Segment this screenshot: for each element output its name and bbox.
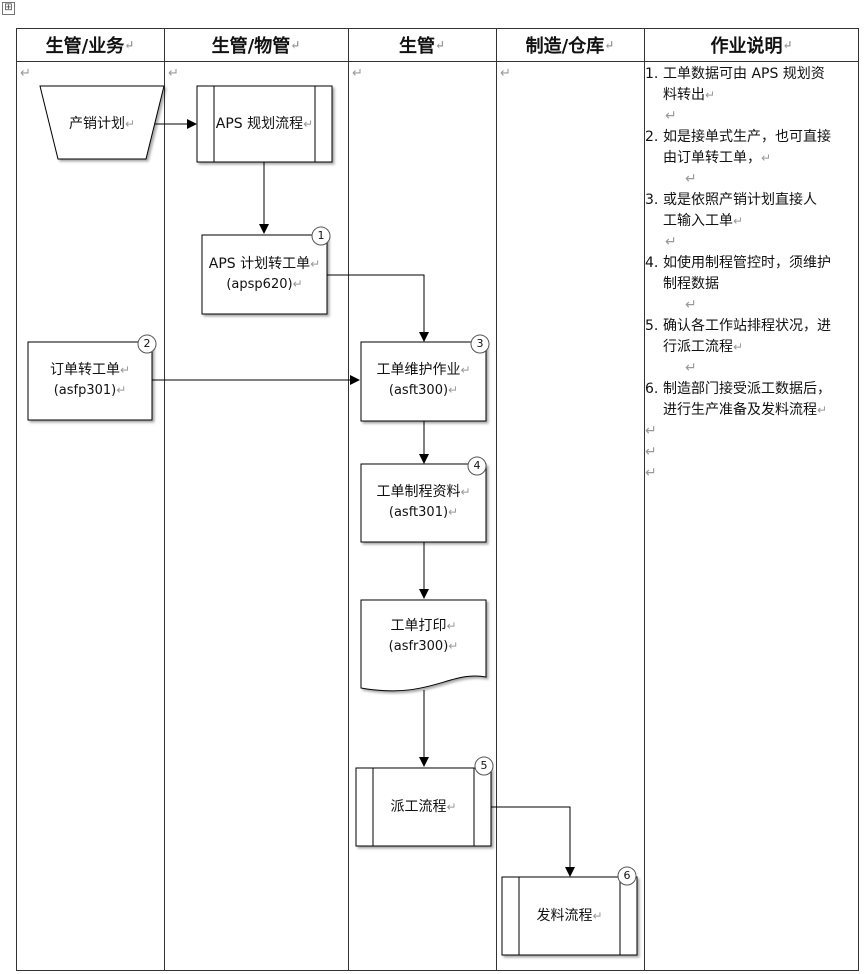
shape-wo-print	[360, 599, 487, 692]
node-issue[interactable]: 发料流程↵	[536, 908, 603, 924]
node-plan[interactable]: 产销计划↵	[68, 116, 136, 132]
node-title: APS 规划流程	[215, 116, 304, 132]
node-code: (apsp620)	[226, 277, 293, 292]
badge-number: 4	[473, 459, 481, 472]
node-title: 工单维护作业	[376, 362, 461, 378]
badge-6	[617, 866, 637, 886]
shape-aps	[196, 85, 333, 163]
table-move-handle-icon[interactable]: ⊞	[2, 2, 15, 15]
badge-number: 2	[143, 337, 151, 350]
badge-number: 3	[476, 337, 484, 350]
lane-divider	[644, 28, 645, 971]
node-wo-route[interactable]: 工单制程资料↵ (asft301)↵	[376, 484, 471, 520]
lane-header-material: 生管/物管↵	[211, 36, 301, 57]
paragraph-mark: ↵	[20, 66, 31, 81]
lane-divider	[348, 28, 349, 971]
note-item: 2. 如是接单式生产，也可直接由订单转工单，↵	[645, 129, 831, 166]
note-item: 3. 或是依照产销计划直接人工输入工单↵	[645, 192, 817, 229]
shape-dispatch	[355, 767, 492, 847]
paragraph-mark: ↵	[352, 66, 363, 81]
swimlane-table	[16, 28, 859, 971]
node-title: 工单打印	[390, 618, 447, 634]
connector-arrow	[327, 274, 429, 342]
note-item: 5. 确认各工作站排程状况，进行派工流程↵	[645, 318, 831, 355]
node-dispatch[interactable]: 派工流程↵	[390, 799, 457, 815]
node-title: 发料流程	[536, 908, 593, 924]
badge-1	[311, 226, 331, 246]
node-title: 产销计划	[68, 116, 125, 132]
badge-5	[474, 756, 494, 776]
lane-header-sales: 生管/业务↵	[45, 36, 135, 57]
lane-header-notes: 作业说明↵	[710, 36, 793, 57]
node-aps-to-wo[interactable]: APS 计划转工单↵ (apsp620)↵	[208, 256, 321, 292]
badge-number: 1	[317, 229, 325, 242]
shape-order-to-wo	[27, 341, 153, 421]
node-code: (asfp301)	[53, 383, 117, 398]
note-item: 4. 如使用制程管控时，须维护制程数据	[645, 255, 831, 292]
lane-divider	[496, 28, 497, 971]
badge-number: 6	[623, 869, 631, 882]
lane-header-manufacturing: 制造/仓库↵	[525, 36, 615, 57]
node-order-to-wo[interactable]: 订单转工单↵ (asfp301)↵	[49, 362, 131, 398]
badge-number: 5	[480, 759, 488, 772]
node-aps[interactable]: APS 规划流程↵	[215, 116, 314, 132]
node-code: (asft301)	[388, 505, 449, 520]
node-wo-print[interactable]: 工单打印↵ (asfr300)↵	[388, 618, 459, 654]
node-title: 工单制程资料	[376, 484, 461, 500]
notes-list: 1. 工单数据可由 APS 规划资料转出↵ ↵ 2. 如是接单式生产，也可直接由…	[645, 64, 857, 484]
badge-3	[470, 334, 490, 354]
paragraph-mark: ↵	[168, 66, 179, 81]
paragraph-mark: ↵	[500, 66, 511, 81]
lane-divider	[164, 28, 165, 971]
shape-wo-route	[360, 463, 487, 543]
node-title: 订单转工单	[49, 362, 120, 378]
note-item: 6. 制造部门接受派工数据后，进行生产准备及发料流程↵	[645, 381, 831, 418]
node-code: (asft300)	[388, 383, 449, 398]
shape-plan	[39, 85, 165, 160]
shape-issue	[501, 876, 638, 956]
node-title: APS 计划转工单	[208, 256, 311, 272]
node-wo-maint[interactable]: 工单维护作业↵ (asft300)↵	[376, 362, 471, 398]
header-divider	[16, 61, 859, 62]
badge-4	[467, 456, 487, 476]
shape-wo-maint	[360, 341, 487, 422]
connector-arrow	[491, 806, 575, 877]
badge-2	[137, 334, 157, 354]
node-code: (asfr300)	[388, 639, 449, 654]
note-item: 1. 工单数据可由 APS 规划资料转出↵	[645, 66, 825, 103]
node-title: 派工流程	[390, 799, 447, 815]
lane-header-production-control: 生管↵	[398, 36, 446, 57]
shape-aps-to-wo	[201, 234, 328, 315]
